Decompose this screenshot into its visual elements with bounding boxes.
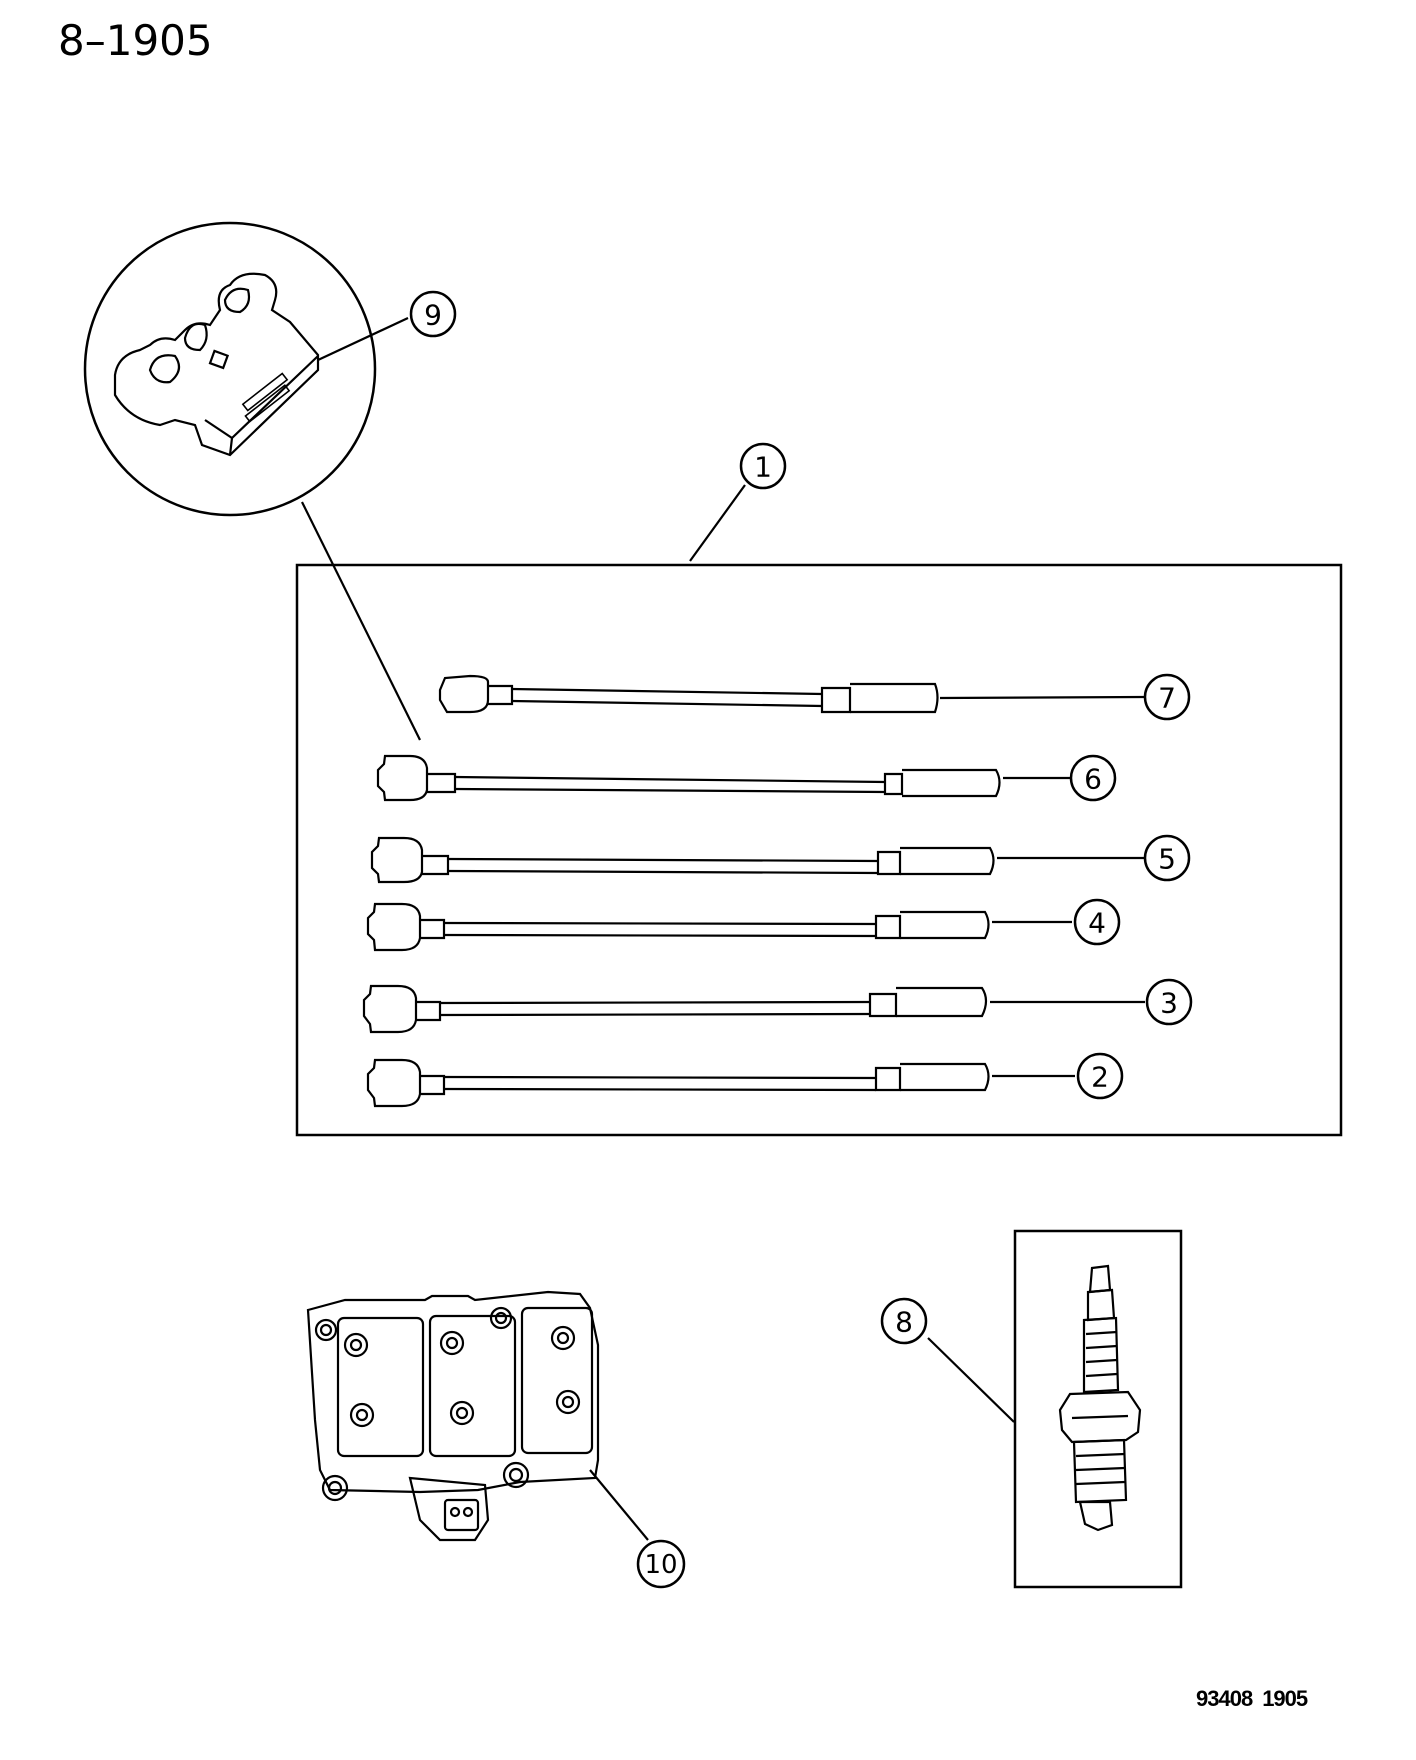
callout-circle-6 [1069,754,1117,802]
ignition-wire-6 [376,754,1071,802]
spark-plug [1058,1264,1142,1532]
callout-circle-3 [1145,978,1193,1026]
callout-circle-9 [409,290,457,338]
ignition-wire-2 [366,1058,1075,1108]
callout-3: 3 [1160,987,1178,1020]
callout-1: 1 [754,451,772,484]
wire-set-frame [295,484,1343,1137]
callout-4: 4 [1088,907,1106,940]
callout-10: 10 [644,1550,677,1580]
callout-2: 2 [1091,1061,1109,1094]
spark-plug-frame [927,1229,1183,1589]
section-number: 1905 [1262,1686,1308,1711]
figure-identifier: 93408 1905 [1196,1686,1308,1712]
callout-circle-1 [739,442,787,490]
leader-line-9 [317,317,409,361]
callout-9: 9 [424,299,442,332]
ignition-wire-7 [438,674,1146,714]
figure-number: 93408 [1196,1686,1253,1711]
clip-detail-magnifier [83,221,421,741]
callout-circle-2 [1076,1052,1124,1100]
ignition-wire-4 [366,902,1072,952]
ignition-coil-pack [306,1290,649,1542]
callout-circle-5 [1143,834,1191,882]
callout-circle-10 [636,1539,686,1589]
ignition-wire-5 [370,836,1144,884]
callout-6: 6 [1084,763,1102,796]
callout-circle-4 [1073,898,1121,946]
callout-5: 5 [1158,843,1176,876]
callout-8: 8 [895,1306,913,1339]
page-number: 8–1905 [58,16,213,65]
callout-circle-7 [1143,673,1191,721]
callout-circle-8 [880,1297,928,1345]
ignition-wire-3 [362,984,1145,1034]
callout-7: 7 [1158,682,1176,715]
